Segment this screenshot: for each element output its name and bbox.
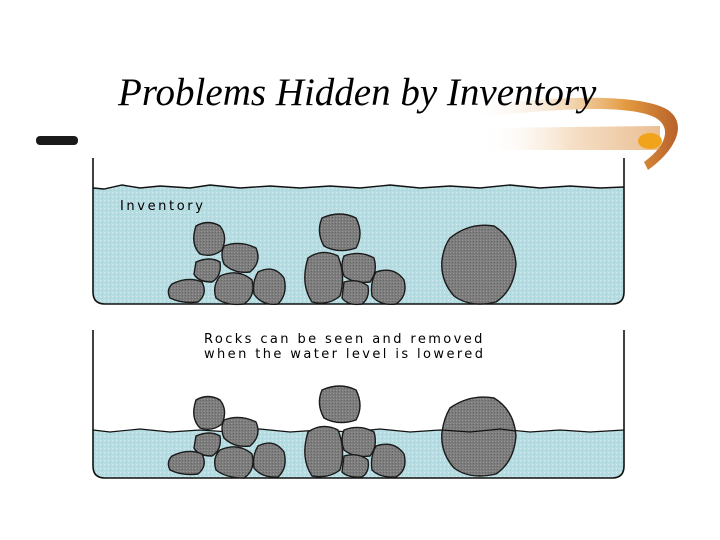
rock — [318, 213, 361, 252]
rock — [193, 395, 226, 431]
swoosh-decoration — [470, 97, 678, 170]
rock — [370, 443, 406, 478]
rock — [318, 385, 361, 424]
rock — [252, 268, 286, 305]
rock — [213, 272, 254, 306]
accent-bar — [36, 136, 78, 145]
rock — [341, 426, 377, 458]
caption-line-1: Rocks can be seen and removed — [204, 332, 485, 347]
rock — [304, 425, 344, 478]
rock — [193, 221, 226, 257]
rock — [441, 396, 517, 477]
rock — [221, 242, 259, 274]
slide-title: Problems Hidden by Inventory — [118, 71, 597, 114]
bottom-tank — [92, 330, 625, 479]
rock — [341, 453, 370, 478]
rock — [221, 416, 259, 448]
rock — [370, 269, 406, 306]
rock — [341, 252, 377, 284]
caption-line-2: when the water level is lowered — [204, 347, 485, 362]
rock — [252, 442, 286, 478]
rock — [193, 258, 222, 283]
rock — [441, 224, 517, 305]
bottom-rocks — [167, 385, 517, 479]
inventory-label: Inventory — [120, 199, 206, 214]
top-tank: Inventory — [92, 158, 625, 306]
rock — [167, 278, 205, 304]
rock — [304, 251, 344, 304]
top-rocks — [167, 213, 517, 306]
rock — [167, 450, 205, 476]
rock — [213, 446, 254, 479]
waterline-over-rock — [441, 428, 517, 433]
rock — [341, 279, 370, 306]
